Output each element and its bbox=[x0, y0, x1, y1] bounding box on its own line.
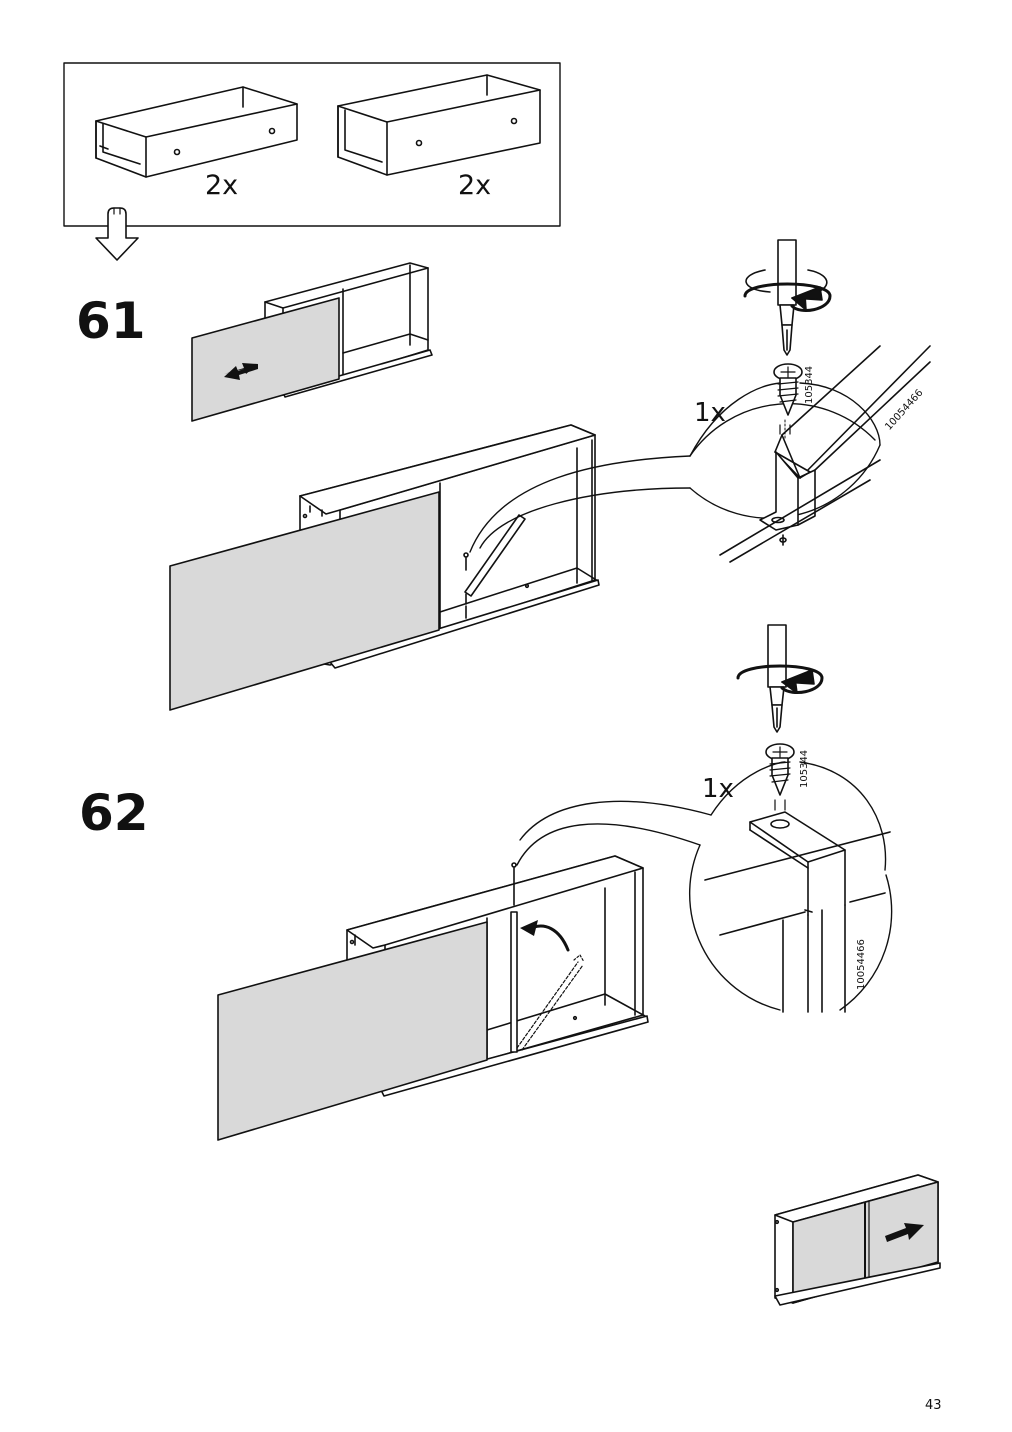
rotate-clockwise-icon-2 bbox=[736, 664, 824, 694]
step-61-number: 61 bbox=[76, 292, 146, 350]
step62-screw-qty: 1x bbox=[702, 774, 734, 804]
step61-bracket-bar bbox=[463, 514, 526, 619]
step62-screw-code: 105344 bbox=[799, 749, 810, 788]
step62-bracket-bar bbox=[510, 862, 585, 1053]
rotate-clockwise-icon bbox=[743, 282, 832, 312]
step61-large-cabinet bbox=[169, 424, 600, 711]
closed-cabinet-result bbox=[774, 1174, 941, 1306]
slide-left-arrow-icon bbox=[224, 363, 258, 374]
step61-screw-qty: 1x bbox=[694, 398, 726, 428]
drawers-callout-box bbox=[63, 62, 561, 227]
step61-detail-circle bbox=[689, 345, 931, 563]
step61-screw-code: 105344 bbox=[804, 365, 815, 404]
step62-screw-icon bbox=[765, 743, 795, 796]
page-number: 43 bbox=[925, 1398, 942, 1413]
step61-screwdriver-icon bbox=[745, 239, 828, 356]
drawer-illustration-left bbox=[95, 86, 298, 178]
drawer-illustration-right bbox=[337, 74, 541, 176]
drawer-qty-right: 2x bbox=[458, 170, 492, 201]
step62-bracket-code: 10054466 bbox=[856, 939, 867, 990]
step-62-number: 62 bbox=[79, 784, 149, 842]
drawer-qty-left: 2x bbox=[205, 170, 239, 201]
slide-right-arrow-icon bbox=[885, 1223, 924, 1242]
step61-screw-icon bbox=[773, 363, 803, 416]
down-arrow-icon bbox=[95, 207, 139, 261]
step62-large-cabinet bbox=[217, 855, 649, 1141]
step61-small-cabinet bbox=[191, 262, 433, 422]
step62-detail-circle bbox=[689, 761, 893, 1013]
step62-screwdriver-icon bbox=[767, 624, 815, 733]
